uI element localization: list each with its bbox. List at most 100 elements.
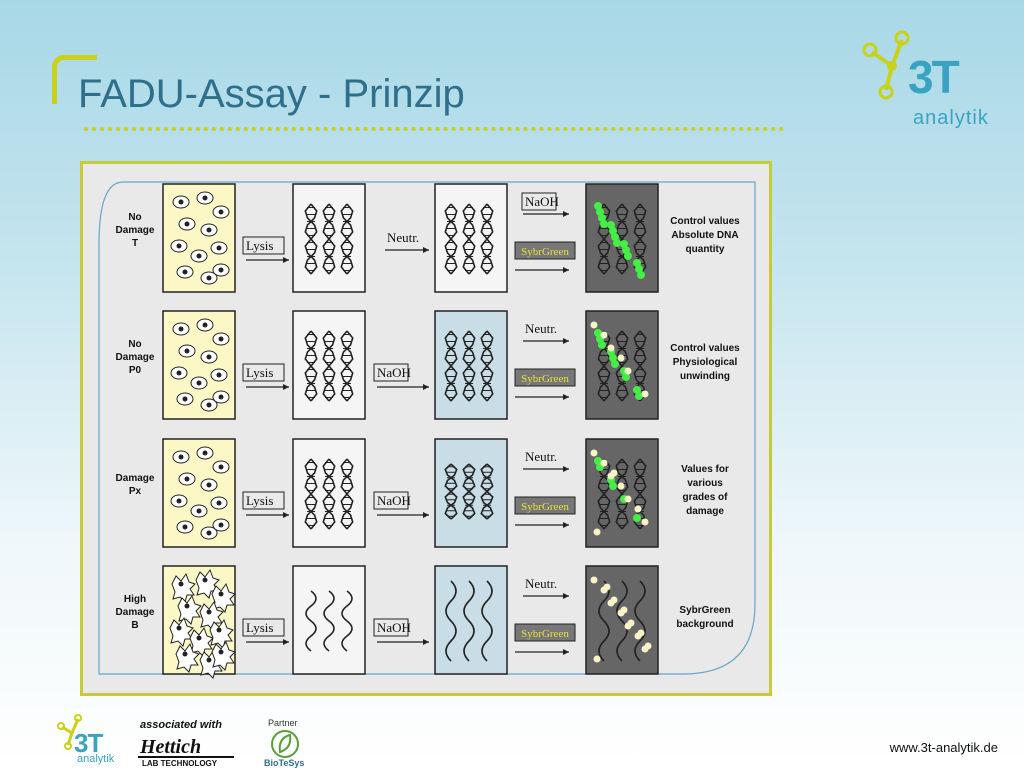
arrow-head — [423, 384, 429, 390]
cell-nucleus — [196, 508, 202, 514]
bound-dot — [593, 528, 601, 536]
cell-nucleus — [202, 577, 208, 583]
dna-strand — [444, 463, 458, 520]
sybrgreen-box — [514, 496, 576, 515]
step-naoh: NaOH — [377, 365, 411, 380]
sybrgreen-dot — [611, 360, 619, 368]
footer-molecule-icon — [57, 714, 82, 750]
step-naoh-box — [373, 618, 409, 637]
dna-strand — [480, 463, 494, 520]
cell-nucleus — [196, 380, 202, 386]
sybrgreen-box — [514, 623, 576, 642]
damaged-cell — [175, 642, 200, 673]
step-naoh: NaOH — [377, 620, 411, 635]
damaged-cell — [199, 600, 224, 631]
cell-nucleus — [206, 227, 212, 233]
dna-strand — [615, 203, 629, 275]
sybrgreen-dot — [633, 514, 641, 522]
step-lysis: Lysis — [246, 365, 273, 380]
slide-title: FADU-Assay - Prinzip — [78, 72, 465, 116]
result-label: grades of — [682, 492, 728, 503]
ssdna-strand — [305, 590, 317, 652]
bound-dot — [590, 576, 598, 584]
cell-nucleus — [176, 370, 182, 376]
row-label: T — [132, 238, 138, 249]
title-divider — [84, 127, 784, 131]
result-label: Absolute DNA — [671, 230, 738, 241]
dna-strand — [462, 330, 476, 402]
cell-nucleus — [182, 524, 188, 530]
damaged-cell — [199, 648, 224, 679]
cell-nucleus — [184, 221, 190, 227]
cell-nucleus — [202, 322, 208, 328]
cell-nucleus — [196, 253, 202, 259]
step-lysis-box — [242, 236, 285, 255]
sybrgreen-dot — [598, 341, 606, 349]
cell-nucleus — [202, 195, 208, 201]
cell-nucleus — [206, 275, 212, 281]
cell-nucleus — [206, 609, 212, 615]
cell-nucleus — [216, 245, 222, 251]
cell-nucleus — [206, 482, 212, 488]
sybrgreen-label: SybrGreen — [521, 501, 569, 513]
cell-nucleus — [182, 269, 188, 275]
sybrgreen-dot — [624, 252, 632, 260]
footer-analytik-text: analytik — [77, 753, 115, 765]
sybrgreen-dot — [635, 392, 643, 400]
cell-nucleus — [206, 354, 212, 360]
step-naoh: NaOH — [377, 493, 411, 508]
associated-with-label: associated with — [140, 719, 222, 731]
hettich-logo: Hettich LAB TECHNOLOGY — [138, 736, 234, 767]
damaged-cell — [211, 640, 236, 671]
cell-nucleus — [218, 209, 224, 215]
bound-dot — [600, 331, 608, 339]
arrow-head — [283, 512, 289, 518]
cell-nucleus — [184, 603, 190, 609]
dna-strand — [633, 330, 647, 402]
step-lysis-box — [242, 618, 285, 637]
damaged-cell — [209, 618, 234, 649]
dna-strand — [462, 203, 476, 275]
cell-nucleus — [184, 476, 190, 482]
row-label: High — [124, 594, 146, 605]
result-label: Control values — [670, 343, 740, 354]
bound-dot — [603, 583, 611, 591]
bound-dot — [634, 505, 642, 513]
step-lysis-box — [242, 491, 285, 510]
cell-nucleus — [218, 336, 224, 342]
bound-dot — [593, 655, 601, 663]
arrow-head — [283, 384, 289, 390]
step-naoh: NaOH — [525, 194, 559, 209]
ssdna-strand — [341, 590, 353, 652]
arrow-head — [283, 639, 289, 645]
bound-dot — [624, 495, 632, 503]
cell-nucleus — [182, 396, 188, 402]
dna-strand — [480, 330, 494, 402]
result-label: SybrGreen — [679, 605, 730, 616]
dna-strand — [322, 330, 336, 402]
cell-nucleus — [206, 402, 212, 408]
cell-nucleus — [196, 635, 202, 641]
step-neutr: Neutr. — [525, 449, 557, 464]
cell-nucleus — [178, 581, 184, 587]
step-neutr: Neutr. — [525, 321, 557, 336]
dna-strand — [304, 330, 318, 402]
arrow-head — [563, 466, 569, 472]
sybrgreen-dot — [622, 373, 630, 381]
hettich-sub: LAB TECHNOLOGY — [142, 759, 218, 767]
step-lysis: Lysis — [246, 493, 273, 508]
row-label: P0 — [129, 365, 142, 376]
logo-analytik-text: analytik — [913, 107, 989, 129]
website-url[interactable]: www.3t-analytik.de — [889, 740, 998, 755]
sybrgreen-dot — [600, 220, 608, 228]
biotesys-name: BioTeSys — [264, 758, 305, 768]
hettich-name: Hettich — [139, 736, 201, 758]
bound-dot — [620, 606, 628, 614]
arrow-head — [423, 247, 429, 253]
cell-nucleus — [216, 500, 222, 506]
bound-dot — [617, 354, 625, 362]
cell-nucleus — [176, 625, 182, 631]
row-label: No — [128, 339, 141, 350]
